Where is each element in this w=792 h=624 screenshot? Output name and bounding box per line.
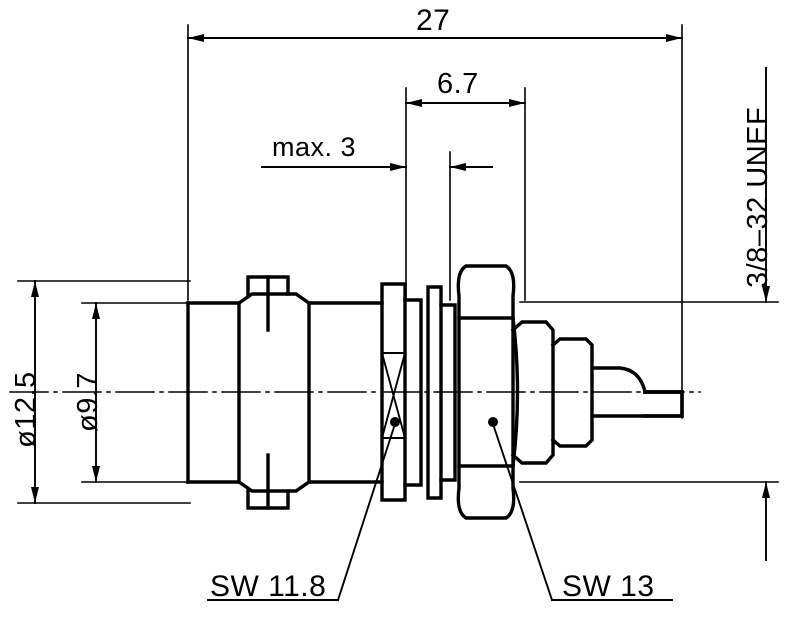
dim-label-thread-spec: 3/8–32 UNEF — [742, 106, 774, 288]
callout-dot-sw-13 — [488, 417, 498, 427]
hex-nut — [456, 264, 520, 520]
callout-label-sw-13: SW 13 — [562, 570, 655, 603]
dim-label-outer-diameter: ø12.5 — [10, 371, 42, 448]
callout-dot-sw-11-8 — [390, 417, 400, 427]
section-hatch — [380, 351, 407, 440]
callout-label-sw-11-8: SW 11.8 — [210, 570, 327, 603]
dim-label-inner-diameter: ø9.7 — [72, 371, 104, 432]
dim-label-panel-thickness: max. 3 — [272, 132, 357, 162]
solder-tail-pin — [643, 390, 684, 418]
extension-lines — [17, 24, 779, 504]
dim-label-overall-length: 27 — [416, 4, 451, 37]
lock-washer — [426, 285, 457, 500]
callout-leaders — [207, 417, 673, 602]
bayonet-coupling-shell — [186, 275, 384, 510]
dim-label-thread-length: 6.7 — [437, 68, 479, 100]
mounting-flange — [380, 282, 423, 502]
